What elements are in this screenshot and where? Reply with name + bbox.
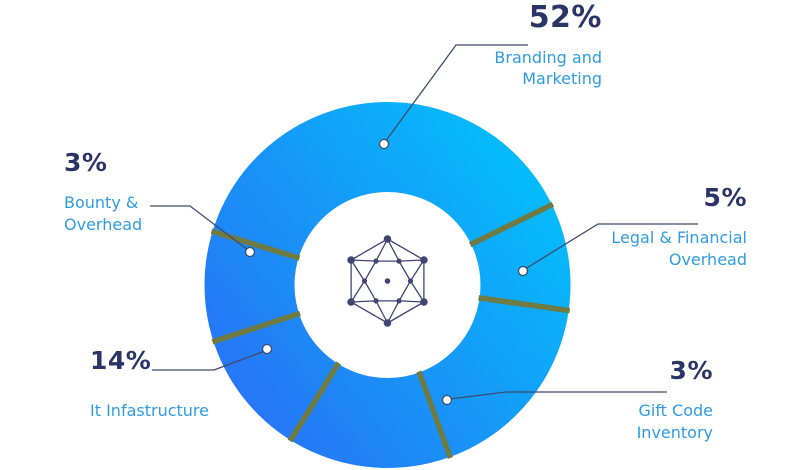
- percent-value: 3%: [64, 148, 108, 177]
- leader-dot: [378, 138, 390, 150]
- segment-label: Gift Code Inventory: [636, 401, 713, 442]
- leader-dot: [244, 246, 256, 258]
- segment-separator: [478, 295, 571, 314]
- leader-line: [449, 391, 667, 400]
- segment-separator: [211, 310, 301, 345]
- callout-it-infrastructure: 14% It Infastructure: [90, 346, 209, 422]
- donut-ring: [204, 102, 571, 468]
- leader-dot: [517, 265, 529, 277]
- callout-branding-marketing: 52% Branding and Marketing: [494, 2, 602, 90]
- leader-line: [150, 205, 249, 251]
- segment-separator: [468, 201, 555, 248]
- leader-line: [524, 223, 698, 270]
- leader-dot: [441, 394, 453, 406]
- segment-separator: [287, 361, 342, 443]
- segment-separator: [416, 370, 453, 459]
- network-icon: [347, 235, 428, 327]
- leader-dot: [261, 343, 273, 355]
- segment-separator: [210, 228, 301, 261]
- percent-value: 52%: [528, 0, 602, 35]
- percent-value: 14%: [90, 346, 152, 375]
- leader-line: [152, 350, 266, 371]
- callout-bounty-overhead: 3% Bounty & Overhead: [64, 148, 143, 235]
- segment-label: It Infastructure: [90, 401, 209, 421]
- segment-label: Branding and Marketing: [494, 47, 602, 89]
- segment-label: Bounty & Overhead: [64, 193, 143, 234]
- percent-value: 3%: [669, 356, 713, 385]
- percent-value: 5%: [703, 183, 747, 212]
- callout-gift-code: 3% Gift Code Inventory: [636, 356, 713, 443]
- segment-label: Legal & Financial Overhead: [611, 228, 747, 269]
- leader-line: [384, 44, 528, 143]
- callout-legal-financial: 5% Legal & Financial Overhead: [611, 183, 747, 270]
